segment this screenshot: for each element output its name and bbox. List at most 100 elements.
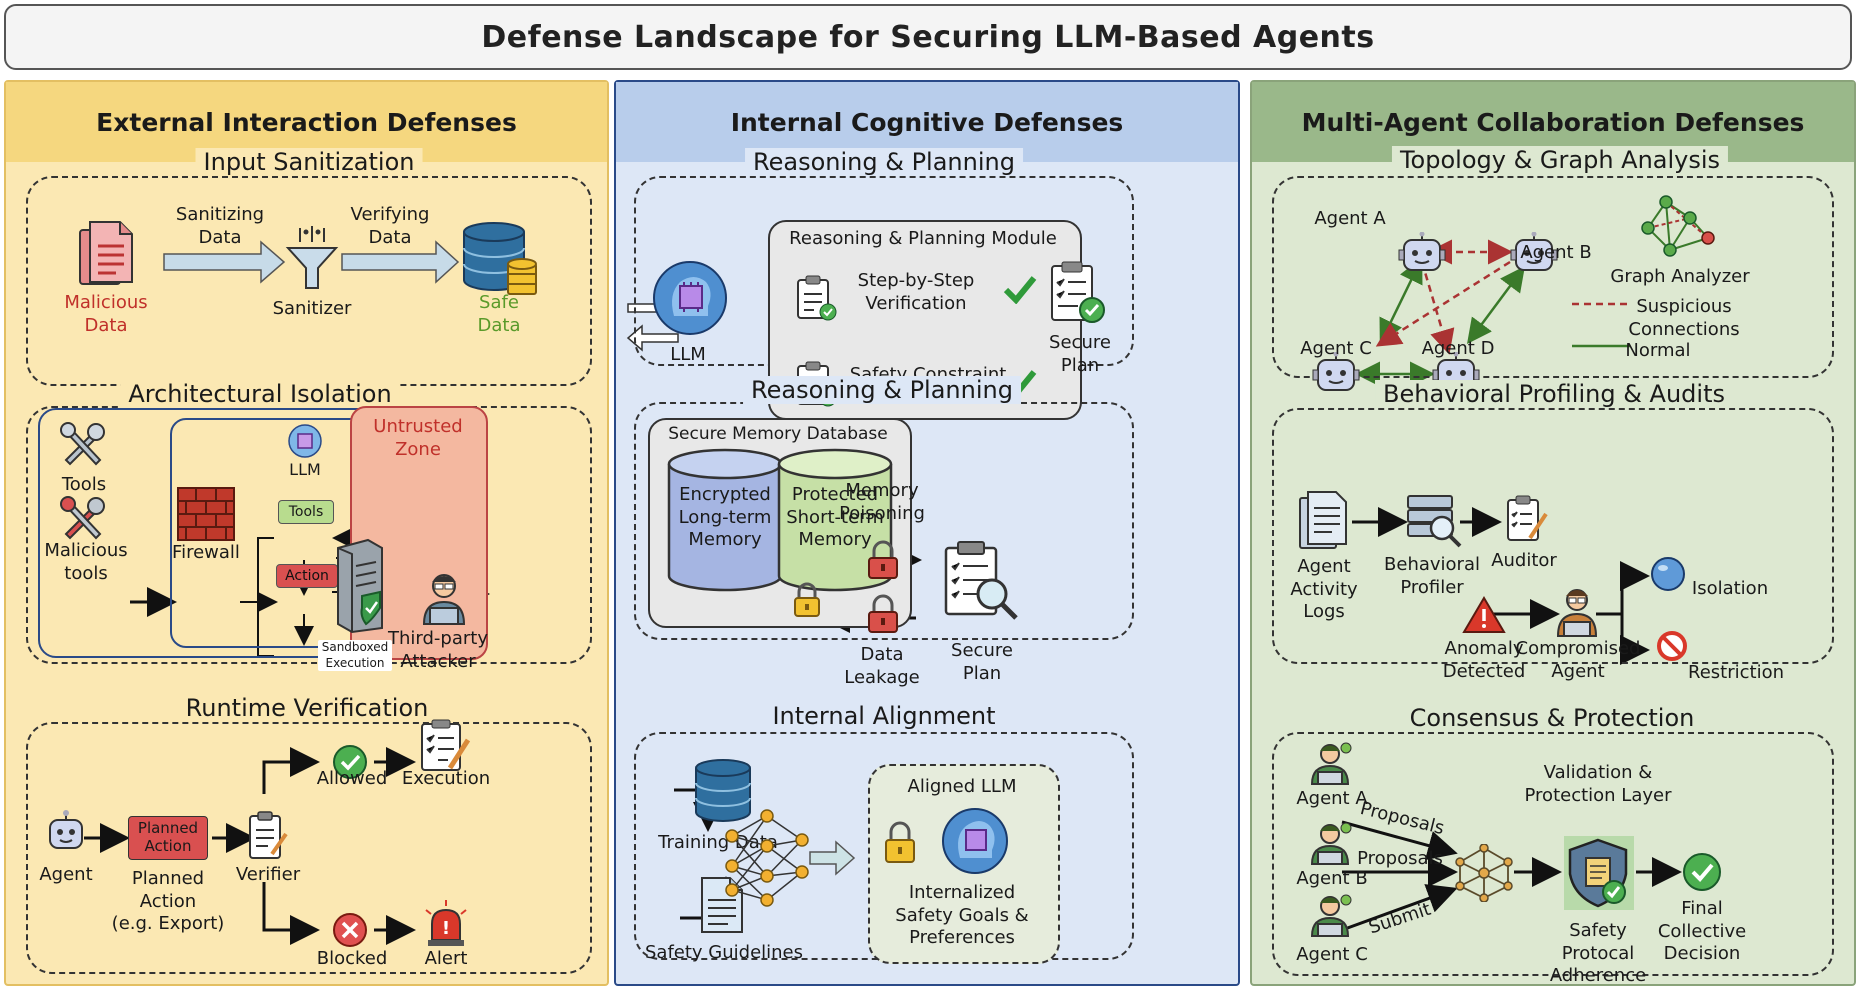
tools-node: Tools [278, 500, 334, 524]
memory-secure-plan-label: Secure Plan [951, 640, 1013, 684]
consensus-title: Consensus & Protection [1401, 704, 1703, 732]
tools-label: Tools [61, 474, 107, 495]
alert-siren-icon: ! [425, 900, 467, 946]
behavioral-box [1272, 408, 1834, 664]
internalized-goals-label: Internalized Safety Goals & Preferences [895, 882, 1029, 948]
page-title: Defense Landscape for Securing LLM-Based… [4, 4, 1852, 70]
check-icon [1003, 276, 1037, 304]
isolation-sphere-icon [1651, 557, 1685, 591]
multi-agent-defenses-panel: Multi-Agent Collaboration Defenses [1250, 80, 1856, 986]
attacker-label: Third-party Attacker [388, 628, 488, 672]
auditor-label: Auditor [1491, 550, 1557, 571]
protected-memory-label: Protected Short-term Memory [786, 484, 884, 550]
llm-chip-icon [288, 424, 322, 458]
topology-box [1272, 176, 1834, 378]
sandboxed-execution-label: Sandboxed Execution [318, 640, 392, 672]
consensus-agent-c-label: Agent C [1296, 944, 1368, 965]
planned-action-label: Planned Action (e.g. Export) [111, 868, 225, 934]
consensus-agent-a-icon [1310, 742, 1352, 785]
secure-memory-title: Secure Memory Database [668, 424, 888, 444]
topology-title: Topology & Graph Analysis [1391, 146, 1729, 174]
planned-action-box: Planned Action [128, 816, 208, 860]
runtime-verification-box [26, 722, 592, 974]
aligned-lock-icon [885, 821, 915, 863]
memory-title: Reasoning & Planning [743, 376, 1021, 404]
behavioral-title: Behavioral Profiling & Audits [1375, 380, 1733, 408]
sanitizer-label: Sanitizer [272, 298, 352, 319]
agent-b-robot-icon [1510, 232, 1558, 271]
training-data-label: Training Data [658, 832, 778, 853]
neural-network-icon [725, 809, 809, 907]
server-icon [337, 538, 383, 634]
agent-a-robot-icon [1398, 232, 1446, 271]
memory-lock-icon [794, 582, 820, 617]
compromised-agent-icon [1556, 589, 1598, 637]
tools-icon [60, 422, 105, 466]
check-circle-icon [333, 745, 367, 779]
malicious-tools-icon [60, 496, 105, 540]
restriction-label: Restriction [1688, 662, 1784, 683]
secure-plan-magnifier-icon [944, 541, 1018, 620]
firewall-label: Firewall [172, 542, 240, 563]
blocked-icon [333, 913, 367, 947]
data-leakage-label: Data Leakage [844, 644, 920, 688]
topology-agent-b-label: Agent B [1520, 242, 1592, 263]
training-data-icon [695, 759, 751, 822]
activity-logs-icon [1299, 491, 1347, 549]
encrypted-memory-label: Encrypted Long-term Memory [678, 484, 772, 550]
internal-defenses-panel: Internal Cognitive Defenses Reasoning & … [614, 80, 1240, 986]
normal-label: Normal [1625, 340, 1691, 361]
execution-clipboard-icon [421, 719, 470, 771]
safe-data-label: Safe Data [477, 292, 521, 336]
topology-agent-d-label: Agent D [1421, 338, 1495, 359]
restriction-icon [1657, 631, 1687, 661]
llm-head-icon [653, 261, 727, 335]
svg-text:!: ! [442, 918, 450, 939]
anomaly-warning-icon [1462, 596, 1506, 633]
consensus-network-icon [1455, 844, 1513, 902]
final-decision-check-icon [1683, 853, 1721, 891]
malicious-tools-label: Malicious tools [44, 540, 128, 584]
aligned-llm-title: Aligned LLM [907, 776, 1017, 797]
agent-robot-icon [49, 810, 83, 849]
database-icon [463, 222, 537, 295]
runtime-verification-title: Runtime Verification [177, 694, 437, 722]
firewall-icon [177, 487, 235, 541]
funnel-icon [285, 226, 339, 289]
activity-logs-label: Agent Activity Logs [1290, 556, 1358, 622]
compromised-agent-label: Compromised Agent [1515, 638, 1641, 682]
verifying-data-label: Verifying Data [350, 204, 430, 248]
input-sanitization-title: Input Sanitization [195, 148, 423, 176]
action-node: Action [276, 564, 338, 588]
allowed-label: Allowed [316, 768, 388, 789]
consensus-agent-a-label: Agent A [1296, 788, 1368, 809]
behavioral-profiler-label: Behavioral Profiler [1384, 554, 1480, 598]
external-defenses-panel: External Interaction Defenses Input Sani… [4, 80, 609, 986]
verifier-label: Verifier [235, 864, 301, 885]
reasoning-module-title: Reasoning & Planning Module [789, 228, 1057, 249]
topology-agent-a-label: Agent A [1314, 208, 1386, 229]
profiler-server-icon [1407, 495, 1462, 548]
verifier-clipboard-icon [249, 811, 288, 859]
step-verification-label: Step-by-Step Verification [857, 270, 975, 314]
validation-layer-label: Validation & Protection Layer [1524, 762, 1672, 806]
topology-agent-c-label: Agent C [1300, 338, 1372, 359]
leakage-lock-icon [868, 594, 898, 633]
final-decision-label: Final Collective Decision [1657, 898, 1747, 964]
agent-c-robot-icon [1312, 352, 1360, 391]
poisoning-lock-icon [868, 540, 898, 579]
execution-label: Execution [401, 768, 491, 789]
llm-label: LLM [670, 344, 706, 365]
suspicious-connections-label: Suspicious Connections [1628, 296, 1740, 340]
blocked-label: Blocked [316, 948, 388, 969]
sanitizing-data-label: Sanitizing Data [175, 204, 265, 248]
step-clipboard-icon [797, 275, 837, 321]
malicious-data-label: Malicious Data [64, 292, 148, 336]
consensus-agent-b-label: Agent B [1296, 868, 1368, 889]
consensus-agent-b-icon [1310, 822, 1352, 865]
agent-label: Agent [39, 864, 93, 885]
proposals-label-2: Proposals [1357, 848, 1443, 869]
protection-shield-icon [1564, 836, 1634, 910]
internal-alignment-title: Internal Alignment [764, 702, 1004, 730]
secure-plan-icon [1051, 261, 1105, 323]
